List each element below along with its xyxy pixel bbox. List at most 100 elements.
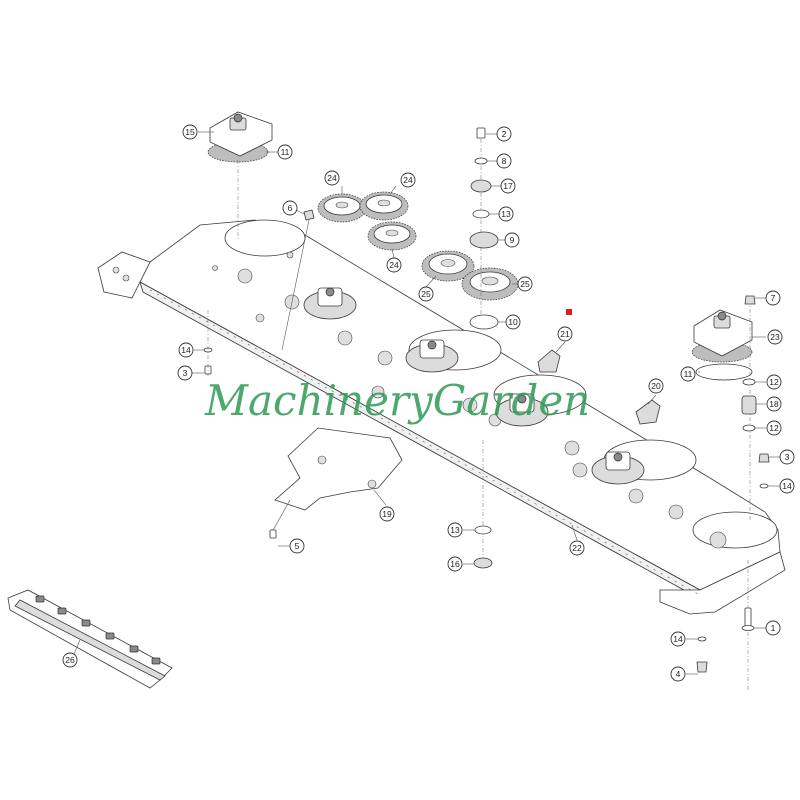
callout-16: 16 [447, 556, 463, 572]
callout-11-right: 11 [680, 366, 696, 382]
svg-text:15: 15 [185, 127, 195, 137]
callout-9: 9 [504, 232, 520, 248]
bearing-9 [469, 231, 499, 249]
svg-text:2: 2 [502, 129, 507, 139]
callout-3-right: 3 [779, 449, 795, 465]
bearing-stack [469, 127, 499, 330]
bolt-2 [476, 127, 486, 139]
svg-text:3: 3 [183, 368, 188, 378]
svg-text:11: 11 [281, 147, 290, 157]
svg-text:23: 23 [770, 332, 780, 342]
disc-hub-2 [405, 339, 459, 373]
callout-4: 4 [670, 666, 686, 682]
callout-8: 8 [496, 153, 512, 169]
gear-24-b [359, 191, 409, 221]
disc-hub-3 [495, 393, 549, 427]
callout-14-right: 14 [779, 478, 795, 494]
cutter-bar-beam [97, 219, 786, 615]
svg-text:20: 20 [651, 381, 661, 391]
disc-hub-1 [303, 287, 357, 320]
callouts: 15 11 2 8 17 13 9 24 24 24 6 25 25 10 21… [62, 124, 795, 682]
callout-7: 7 [765, 290, 781, 306]
svg-text:16: 16 [450, 559, 460, 569]
gear-housing-right [691, 309, 753, 381]
callout-17: 17 [500, 178, 516, 194]
svg-text:22: 22 [572, 543, 582, 553]
svg-text:12: 12 [769, 377, 779, 387]
gear-24-c [367, 221, 417, 251]
callout-14-bottom: 14 [670, 631, 686, 647]
svg-text:17: 17 [503, 181, 513, 191]
svg-text:6: 6 [288, 203, 293, 213]
svg-text:25: 25 [421, 289, 431, 299]
svg-text:8: 8 [502, 156, 507, 166]
svg-text:3: 3 [785, 452, 790, 462]
callout-6: 6 [282, 200, 298, 216]
callout-24-b: 24 [400, 172, 416, 188]
svg-text:24: 24 [403, 175, 413, 185]
clip-20 [635, 399, 661, 425]
callout-3-left: 3 [177, 365, 193, 381]
svg-text:14: 14 [782, 481, 792, 491]
svg-text:1: 1 [771, 623, 776, 633]
callout-11-top: 11 [277, 144, 293, 160]
svg-text:5: 5 [295, 541, 300, 551]
svg-text:19: 19 [382, 509, 392, 519]
callout-12-a: 12 [766, 374, 782, 390]
svg-text:10: 10 [508, 317, 518, 327]
svg-text:13: 13 [450, 525, 460, 535]
callout-24-c: 24 [386, 257, 402, 273]
svg-text:7: 7 [771, 293, 776, 303]
callout-12-b: 12 [766, 420, 782, 436]
fittings [203, 209, 770, 690]
svg-text:24: 24 [327, 173, 337, 183]
callout-13-top: 13 [498, 206, 514, 222]
gear-25-a [421, 250, 475, 282]
clip-21 [537, 349, 561, 373]
callout-15: 15 [182, 124, 198, 140]
svg-text:13: 13 [501, 209, 511, 219]
callout-13-bottom: 13 [447, 522, 463, 538]
callout-21: 21 [557, 326, 573, 342]
disc-hub-4 [591, 451, 645, 485]
bearing-17 [470, 179, 492, 193]
svg-text:18: 18 [769, 399, 779, 409]
drive-gears [421, 250, 519, 301]
svg-text:14: 14 [673, 634, 683, 644]
svg-text:26: 26 [65, 655, 75, 665]
red-marker [566, 309, 572, 315]
callout-22: 22 [569, 540, 585, 556]
callout-25-a: 25 [418, 286, 434, 302]
callout-23: 23 [767, 329, 783, 345]
svg-text:11: 11 [684, 369, 693, 379]
svg-text:12: 12 [769, 423, 779, 433]
leader-lines [73, 131, 780, 675]
callout-1: 1 [765, 620, 781, 636]
callout-19: 19 [379, 506, 395, 522]
knife-bar-26 [7, 589, 173, 689]
washer-8 [474, 157, 488, 165]
callout-5: 5 [289, 538, 305, 554]
svg-text:4: 4 [676, 669, 681, 679]
callout-10: 10 [505, 314, 521, 330]
svg-text:25: 25 [520, 279, 530, 289]
gear-24-a [317, 193, 367, 223]
callout-2: 2 [496, 126, 512, 142]
callout-26: 26 [62, 652, 78, 668]
callout-20: 20 [648, 378, 664, 394]
oring-13a [472, 209, 490, 219]
idler-gears [317, 191, 417, 251]
oring-10 [469, 314, 499, 330]
gear-25-b [461, 267, 519, 301]
watermark-text: MachineryGarden [204, 376, 590, 425]
callout-24-a: 24 [324, 170, 340, 186]
gear-housing-left [207, 111, 273, 240]
svg-text:9: 9 [510, 235, 515, 245]
callout-18: 18 [766, 396, 782, 412]
svg-text:24: 24 [389, 260, 399, 270]
svg-text:14: 14 [181, 345, 191, 355]
skid-shoe-19 [269, 427, 403, 539]
callout-25-b: 25 [517, 276, 533, 292]
svg-text:21: 21 [560, 329, 570, 339]
